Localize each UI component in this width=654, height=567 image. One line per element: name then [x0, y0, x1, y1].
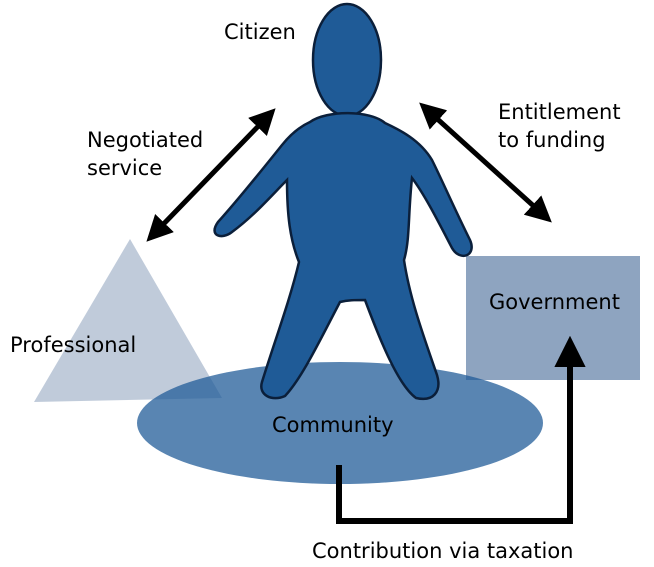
professional-label: Professional	[10, 333, 137, 357]
entitlement-arrow	[419, 102, 552, 223]
professional-triangle	[34, 239, 222, 402]
community-label: Community	[272, 413, 394, 437]
citizen-body	[213, 111, 473, 401]
entitlement-line1: Entitlement	[498, 100, 621, 124]
negotiated-service-arrow	[146, 108, 276, 242]
community-ellipse	[137, 362, 543, 484]
government-label: Government	[489, 290, 620, 314]
negotiated-service-label: Negotiated service	[87, 126, 203, 182]
contribution-label: Contribution via taxation	[312, 539, 574, 563]
citizen-label: Citizen	[224, 20, 296, 44]
government-box	[466, 256, 640, 380]
entitlement-line2: to funding	[498, 128, 606, 152]
negotiated-service-line2: service	[87, 156, 163, 180]
entitlement-label: Entitlement to funding	[498, 98, 621, 154]
taxation-arrow	[336, 335, 586, 524]
negotiated-service-line1: Negotiated	[87, 128, 204, 152]
citizen-head	[311, 2, 383, 118]
